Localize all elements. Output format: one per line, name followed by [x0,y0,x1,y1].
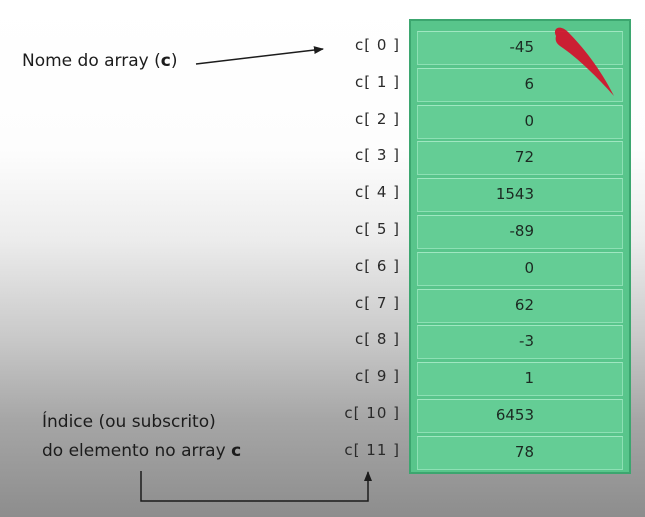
array-name-text: Nome do array ( [22,51,161,71]
array-cell-value: 0 [524,258,534,277]
index-label-line1: Índice (ou subscrito) [42,412,216,432]
array-index-label: c[ 2 ] [354,109,400,128]
array-index-label: c[ 0 ] [354,36,400,54]
index-label-array-name: c [231,441,242,461]
red-highlight-mark [554,27,614,96]
array-cell-value: -45 [509,38,535,56]
array-cell: 0 [417,251,623,286]
array-cell: -89 [417,215,623,249]
array-index-label: c[ 6 ] [354,256,400,275]
array-index-label: c[ 5 ] [354,220,400,238]
array-cell: 62 [417,288,623,323]
array-name-close-paren: ) [170,51,178,71]
array-index-label: c[ 1 ] [354,72,400,91]
array-cell-value: 1 [524,369,534,388]
array-index-label: c[ 10 ] [344,404,400,422]
array-cell-value: -89 [509,222,535,240]
array-cell: 1543 [417,178,623,213]
array-cell-value: 62 [514,295,534,314]
array-cell-value: -3 [519,332,534,351]
array-cell: 78 [417,435,623,470]
array-index-label: c[ 8 ] [354,330,400,349]
array-index-label: c[ 11 ] [344,440,400,459]
array-cell-value: 1543 [495,185,534,204]
array-cell-value: 78 [514,442,534,461]
array-name-arrow [195,46,324,65]
array-cell: 1 [417,362,623,397]
array-index-label: c[ 3 ] [354,146,400,165]
array-cell: 6453 [417,399,623,433]
index-label-line2: do elemento no array c [42,441,241,461]
array-cell: 72 [417,141,623,176]
array-cell-value: 6 [524,74,534,93]
array-index-label: c[ 7 ] [354,293,400,312]
array-name-identifier: c [160,51,171,71]
array-index-label: c[ 9 ] [354,367,400,386]
array-cell-value: 72 [514,148,534,167]
array-cell-value: 6453 [495,406,534,424]
array-cell: 0 [417,104,623,139]
array-box: -45 6 0 72 1543 -89 0 62 -3 1 6453 78 [409,19,631,474]
array-cell: -3 [417,325,623,360]
array-name-label: Nome do array (c) [22,51,177,71]
array-index-label: c[ 4 ] [354,183,400,202]
array-cell-value: 0 [524,111,534,130]
array-cell: 6 [417,67,623,102]
index-arrow [140,471,372,502]
index-label-text: do elemento no array [42,441,232,461]
